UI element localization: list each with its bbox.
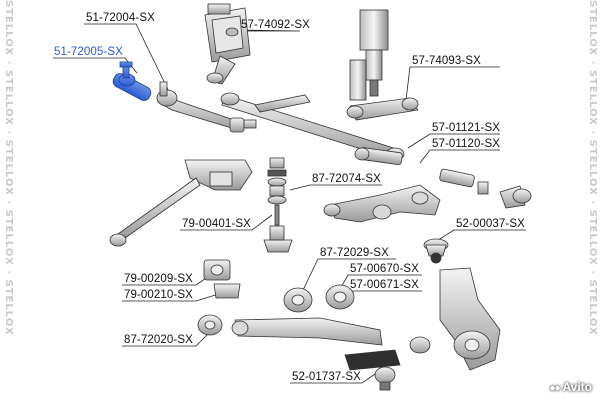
- label-57-01120: 57-01120-SX: [432, 138, 501, 150]
- leader-79-00401: [180, 214, 273, 231]
- watermark-right: STELLOX · STELLOX · STELLOX · STELLOX · …: [587, 0, 598, 336]
- leader-52-00037: [437, 229, 526, 241]
- leader-57-01121: [407, 133, 500, 149]
- ball-joint-52-00037: [423, 238, 449, 264]
- pitman-arm-57-74093: [346, 9, 419, 121]
- leader-51-72004: [84, 23, 174, 101]
- steering-knuckle: [409, 267, 501, 371]
- avito-watermark: ●● Avito: [549, 380, 592, 394]
- leader-57-01120: [419, 149, 500, 164]
- watermark-left: STELLOX · STELLOX · STELLOX · STELLOX · …: [3, 0, 14, 336]
- label-87-72020: 87-72020-SX: [124, 334, 193, 346]
- label-57-01121: 57-01121-SX: [432, 122, 501, 134]
- bushing-79-00209: [203, 259, 241, 299]
- label-57-00671: 57-00671-SX: [350, 279, 419, 291]
- label-87-72029: 87-72029-SX: [320, 247, 389, 259]
- stabilizer-link-79-00401: [263, 157, 293, 253]
- bracket-57-74092: [204, 3, 251, 85]
- label-57-74093: 57-74093-SX: [412, 55, 481, 67]
- label-52-01737: 52-01737-SX: [292, 371, 361, 383]
- label-79-00401: 79-00401-SX: [182, 218, 251, 230]
- label-51-72005: 51-72005-SX: [54, 46, 123, 58]
- sway-bar: [109, 159, 253, 247]
- adjusting-sleeve-57-01121: [354, 147, 532, 209]
- leader-79-00210: [122, 292, 223, 302]
- avito-brand-text: Avito: [562, 380, 592, 394]
- label-79-00209: 79-00209-SX: [124, 273, 193, 285]
- label-79-00210: 79-00210-SX: [124, 289, 193, 301]
- leader-57-74093: [404, 66, 500, 109]
- avito-dots-icon: ●●: [549, 383, 560, 394]
- label-57-74092: 57-74092-SX: [241, 19, 310, 31]
- leader-52-01737: [290, 371, 379, 384]
- label-51-72004: 51-72004-SX: [86, 12, 155, 24]
- label-87-72074: 87-72074-SX: [312, 173, 381, 185]
- leader-51-72005: [53, 57, 138, 74]
- leader-87-72029: [301, 258, 396, 293]
- upper-control-arm-87-72074: [323, 184, 441, 223]
- lower-control-arm-87-72020: [197, 314, 383, 346]
- ball-joint-52-01737: [344, 349, 401, 391]
- label-52-00037: 52-00037-SX: [456, 218, 525, 230]
- leader-87-72074: [289, 184, 382, 191]
- leader-87-72020: [122, 329, 213, 347]
- bushing-87-72029: [283, 284, 355, 313]
- tie-rod-51-72004: [156, 81, 257, 133]
- label-57-00670: 57-00670-SX: [350, 263, 419, 275]
- tie-rod-end-51-72005: [112, 61, 152, 101]
